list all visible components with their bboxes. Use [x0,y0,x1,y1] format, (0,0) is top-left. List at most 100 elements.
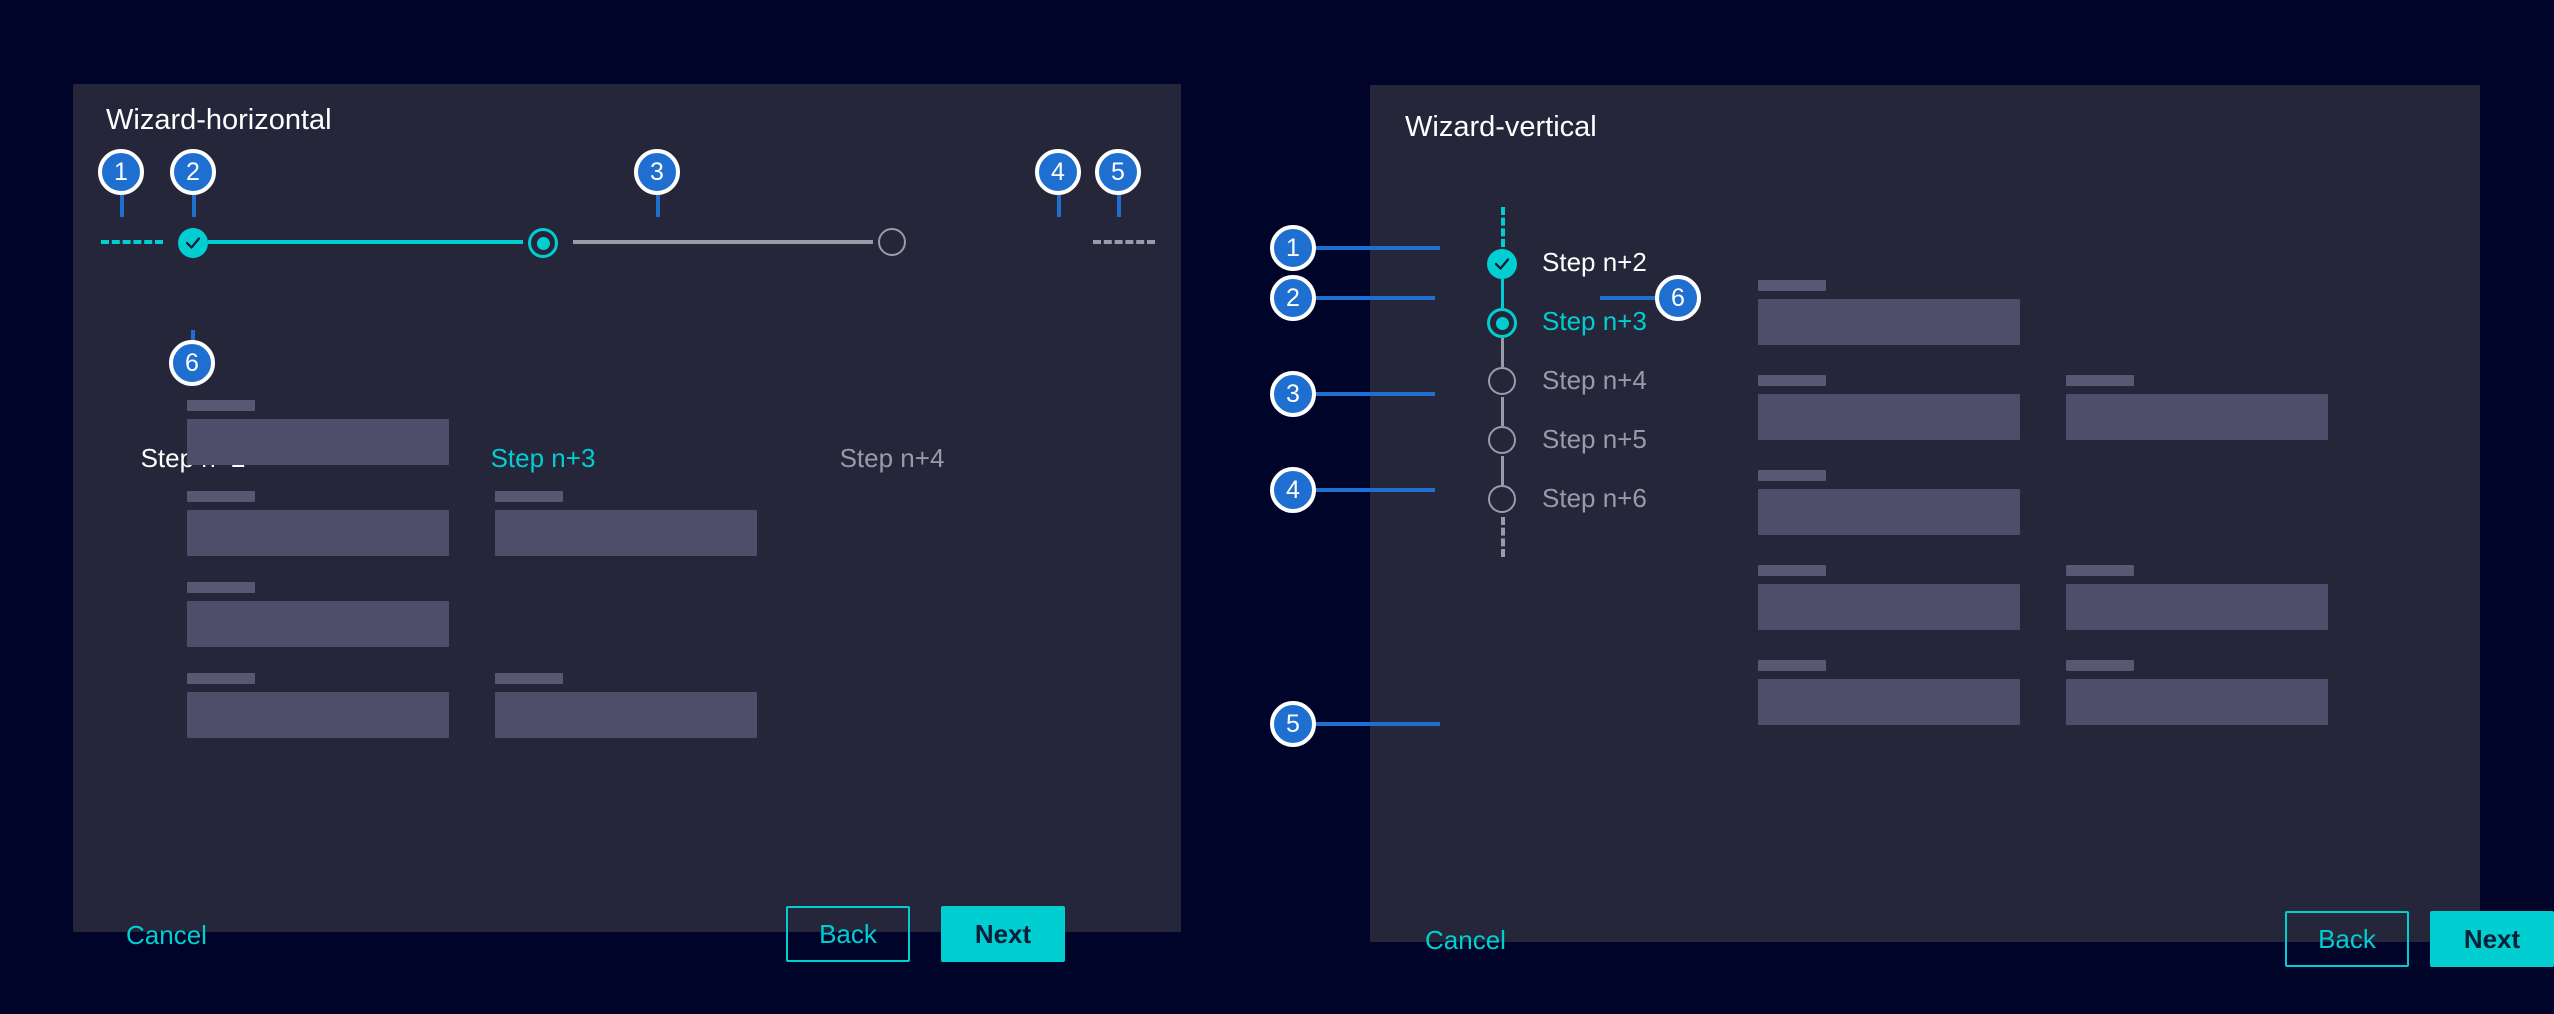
field-label-placeholder [1758,565,1826,576]
form-field [187,673,449,738]
step-marker-n2[interactable] [178,228,208,258]
annotation-badge-2: 2 [170,149,216,195]
form-field [495,673,757,738]
step-marker-n6[interactable] [1488,485,1516,513]
field-label-placeholder [1758,470,1826,481]
step-marker-n2[interactable] [1487,249,1517,279]
field-label-placeholder [187,582,255,593]
step-row-n6: Step n+6 [1487,471,1737,557]
step-label-n3[interactable]: Step n+3 [1542,306,1647,336]
field-label-placeholder [1758,375,1826,386]
field-input-placeholder[interactable] [1758,489,2020,535]
step-row-n2: Step n+2 [1487,235,1737,308]
form-field [2066,565,2328,630]
annotation-badge-6: 6 [1655,275,1701,321]
annotation-leader [1117,195,1121,217]
radio-icon [528,228,558,258]
wizard-vertical-panel: Wizard-vertical Step n+2 Step [1370,85,2554,967]
cancel-button[interactable]: Cancel [1425,925,1506,955]
field-input-placeholder[interactable] [187,419,449,465]
check-icon [178,228,208,258]
step-marker-n4[interactable] [878,228,906,256]
radio-icon [1487,308,1517,338]
stepper-dashed-start [101,240,163,244]
step-label-n4[interactable]: Step n+4 [1542,365,1647,395]
field-label-placeholder [2066,660,2134,671]
field-input-placeholder[interactable] [1758,584,2020,630]
annotation-badge-2: 2 [1270,275,1316,321]
annotation-leader [1057,195,1061,217]
annotation-badge-6: 6 [169,340,215,386]
field-input-placeholder[interactable] [1758,299,2020,345]
next-button[interactable]: Next [2430,911,2554,967]
horizontal-stepper: Step n+2 Step n+3 Step n+4 [73,228,1181,473]
circle-icon [878,228,906,256]
form-field [187,582,449,647]
back-button[interactable]: Back [786,906,910,962]
step-marker-n4[interactable] [1488,367,1516,395]
step-label-n6[interactable]: Step n+6 [1542,483,1647,513]
step-label-n5[interactable]: Step n+5 [1542,424,1647,454]
annotation-leader [1310,296,1435,300]
annotation-leader [1310,392,1435,396]
vertical-stepper: Step n+2 Step n+3 Step n+4 [1487,207,1737,645]
step-label-n4[interactable]: Step n+4 [839,443,945,473]
vertical-footer: Cancel Back Next [1425,911,2554,969]
annotation-leader [1600,296,1670,300]
field-input-placeholder[interactable] [495,692,757,738]
field-input-placeholder[interactable] [187,692,449,738]
annotation-leader [120,195,124,217]
field-input-placeholder[interactable] [2066,394,2328,440]
field-input-placeholder[interactable] [2066,679,2328,725]
stepper-connector-upcoming [1501,397,1504,426]
form-field [1758,565,2020,630]
field-input-placeholder[interactable] [1758,679,2020,725]
step-row-n5: Step n+5 [1487,412,1737,485]
field-input-placeholder[interactable] [495,510,757,556]
step-row-n3: Step n+3 [1487,294,1737,367]
next-button[interactable]: Next [941,906,1065,962]
annotation-leader [1310,246,1440,250]
field-input-placeholder[interactable] [187,510,449,556]
check-icon [1487,249,1517,279]
field-input-placeholder[interactable] [187,601,449,647]
field-label-placeholder [1758,660,1826,671]
stepper-line-completed [208,240,523,244]
annotation-badge-1: 1 [1270,225,1316,271]
step-label-n3[interactable]: Step n+3 [490,443,596,473]
annotation-badge-3: 3 [1270,371,1316,417]
annotation-badge-5: 5 [1270,701,1316,747]
circle-icon [1488,426,1516,454]
field-label-placeholder [1758,280,1826,291]
step-marker-n3[interactable] [528,228,558,258]
form-field [187,491,449,556]
step-marker-n5[interactable] [1488,426,1516,454]
step-marker-n3[interactable] [1487,308,1517,338]
stepper-dashed-end [1501,517,1505,557]
field-label-placeholder [2066,375,2134,386]
form-field [1758,470,2020,535]
annotation-badge-1: 1 [98,149,144,195]
step-label-n2[interactable]: Step n+2 [1542,247,1647,277]
field-label-placeholder [495,673,563,684]
page-title: Wizard-horizontal [106,104,332,136]
circle-icon [1488,485,1516,513]
field-label-placeholder [187,400,255,411]
form-field [1758,660,2020,725]
form-field [2066,660,2328,725]
form-field [2066,375,2328,440]
back-button[interactable]: Back [2285,911,2409,967]
annotation-badge-4: 4 [1035,149,1081,195]
cancel-button[interactable]: Cancel [126,920,207,950]
form-field [1758,375,2020,440]
form-field [495,491,757,556]
step-row-n4: Step n+4 [1487,353,1737,426]
annotation-leader [1310,488,1435,492]
annotation-leader [1310,722,1440,726]
field-input-placeholder[interactable] [1758,394,2020,440]
annotation-badge-3: 3 [634,149,680,195]
field-input-placeholder[interactable] [2066,584,2328,630]
annotation-leader [656,195,660,217]
page-title: Wizard-vertical [1405,111,1597,143]
